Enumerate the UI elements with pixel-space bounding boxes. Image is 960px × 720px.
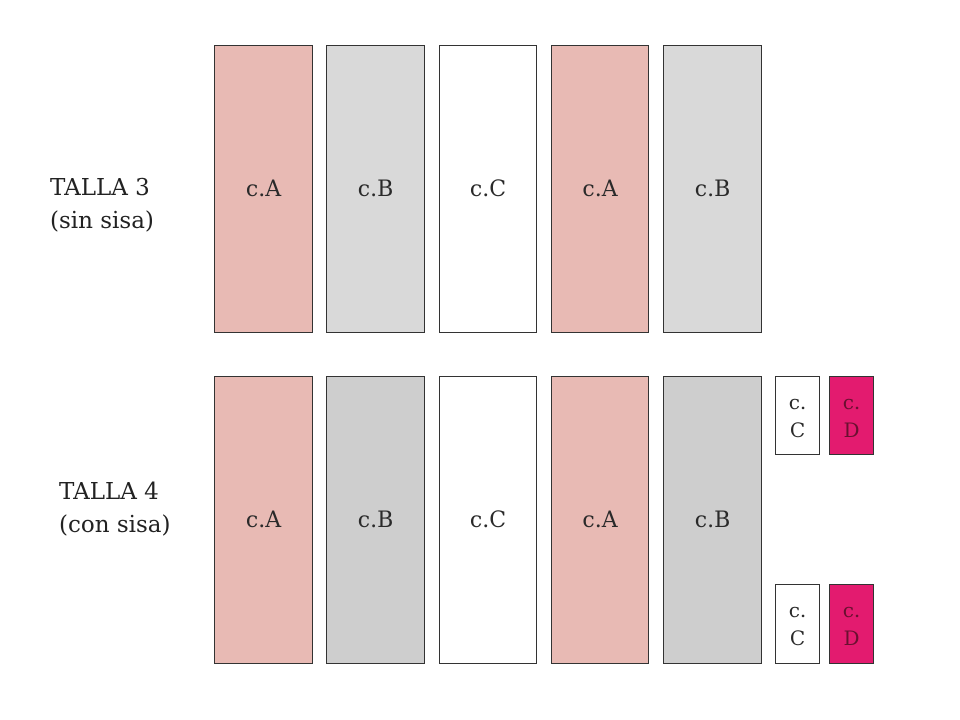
talla3-panel-5: c.B (663, 45, 762, 333)
talla4-label: TALLA 4 (con sisa) (59, 476, 170, 542)
small-panel-line2: D (843, 417, 860, 442)
small-panel-line1: c. (842, 389, 861, 414)
panel-label: c.B (357, 507, 394, 533)
talla3-panel-4: c.A (551, 45, 649, 333)
talla3-panel-3: c.C (439, 45, 537, 333)
talla4-panel-5: c.B (663, 376, 762, 664)
panel-label: c.B (694, 176, 731, 202)
panel-label: c.B (357, 176, 394, 202)
talla3-panel-1: c.A (214, 45, 313, 333)
small-panel-line2: D (843, 626, 860, 650)
panel-label: c.B (694, 507, 731, 533)
talla4-small-panel-c-bottom: c. C (775, 584, 820, 664)
small-panel-line2: C (789, 626, 806, 650)
talla4-label-line1: TALLA 4 (59, 479, 159, 505)
talla4-panel-3: c.C (439, 376, 537, 664)
panel-label: c.C (469, 507, 507, 533)
panel-label: c.A (245, 507, 282, 533)
panel-label: c.A (582, 176, 618, 202)
small-panel-line1: c. (788, 389, 807, 414)
panel-label: c.A (245, 176, 282, 202)
panel-label: c.C (469, 176, 507, 202)
talla4-panel-4: c.A (551, 376, 649, 664)
talla4-small-panel-c-top: c. C (775, 376, 820, 455)
panel-label: c.A (582, 507, 618, 533)
talla3-panel-2: c.B (326, 45, 425, 333)
small-panel-line2: C (789, 417, 806, 442)
talla3-label-line1: TALLA 3 (50, 175, 150, 201)
talla4-small-panel-d-bottom: c. D (829, 584, 874, 664)
talla4-small-panel-d-top: c. D (829, 376, 874, 455)
talla3-label: TALLA 3 (sin sisa) (50, 172, 154, 238)
talla4-panel-2: c.B (326, 376, 425, 664)
talla3-label-line2: (sin sisa) (50, 208, 154, 234)
talla4-label-line2: (con sisa) (59, 512, 171, 538)
small-panel-line1: c. (842, 598, 861, 622)
talla4-panel-1: c.A (214, 376, 313, 664)
small-panel-line1: c. (788, 598, 807, 622)
